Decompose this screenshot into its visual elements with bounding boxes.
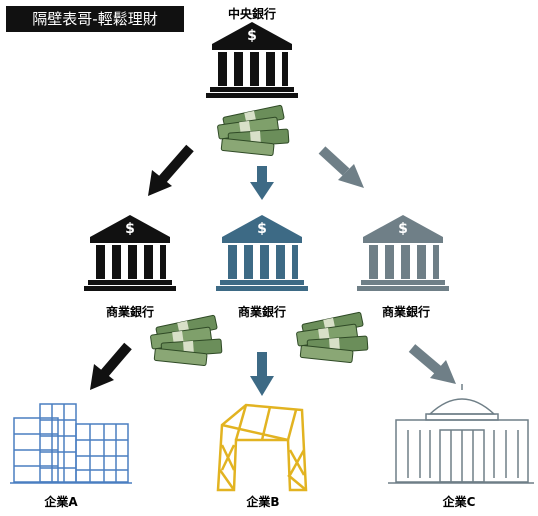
money-icon — [295, 311, 369, 364]
svg-text:$: $ — [125, 221, 135, 237]
company-c-label: 企業C — [442, 495, 476, 509]
company-a-icon — [10, 403, 132, 484]
arrow-icon — [148, 144, 194, 196]
bank-center-label: 商業銀行 — [237, 305, 286, 319]
bank-left-label: 商業銀行 — [105, 305, 154, 319]
arrow-icon — [318, 146, 364, 188]
central-bank-label: 中央銀行 — [227, 7, 276, 21]
arrow-icon — [250, 166, 274, 200]
svg-text:$: $ — [247, 28, 257, 44]
arrow-icon — [90, 342, 132, 390]
money-icon — [216, 104, 290, 157]
company-c-icon — [388, 384, 534, 484]
bank-center-icon: $ — [216, 215, 308, 291]
bank-left-icon: $ — [84, 215, 176, 291]
bank-right-label: 商業銀行 — [381, 305, 430, 319]
svg-text:$: $ — [257, 221, 267, 237]
arrow-icon — [250, 352, 274, 396]
money-icon — [149, 314, 223, 367]
company-a-label: 企業A — [44, 495, 78, 509]
bank-right-icon: $ — [357, 215, 449, 291]
arrow-icon — [408, 344, 456, 384]
company-b-icon — [216, 403, 308, 492]
svg-text:$: $ — [398, 221, 408, 237]
central-bank-icon: $ — [206, 22, 298, 98]
company-b-label: 企業B — [246, 495, 280, 509]
title-banner: 隔壁表哥-輕鬆理財 — [6, 6, 184, 32]
